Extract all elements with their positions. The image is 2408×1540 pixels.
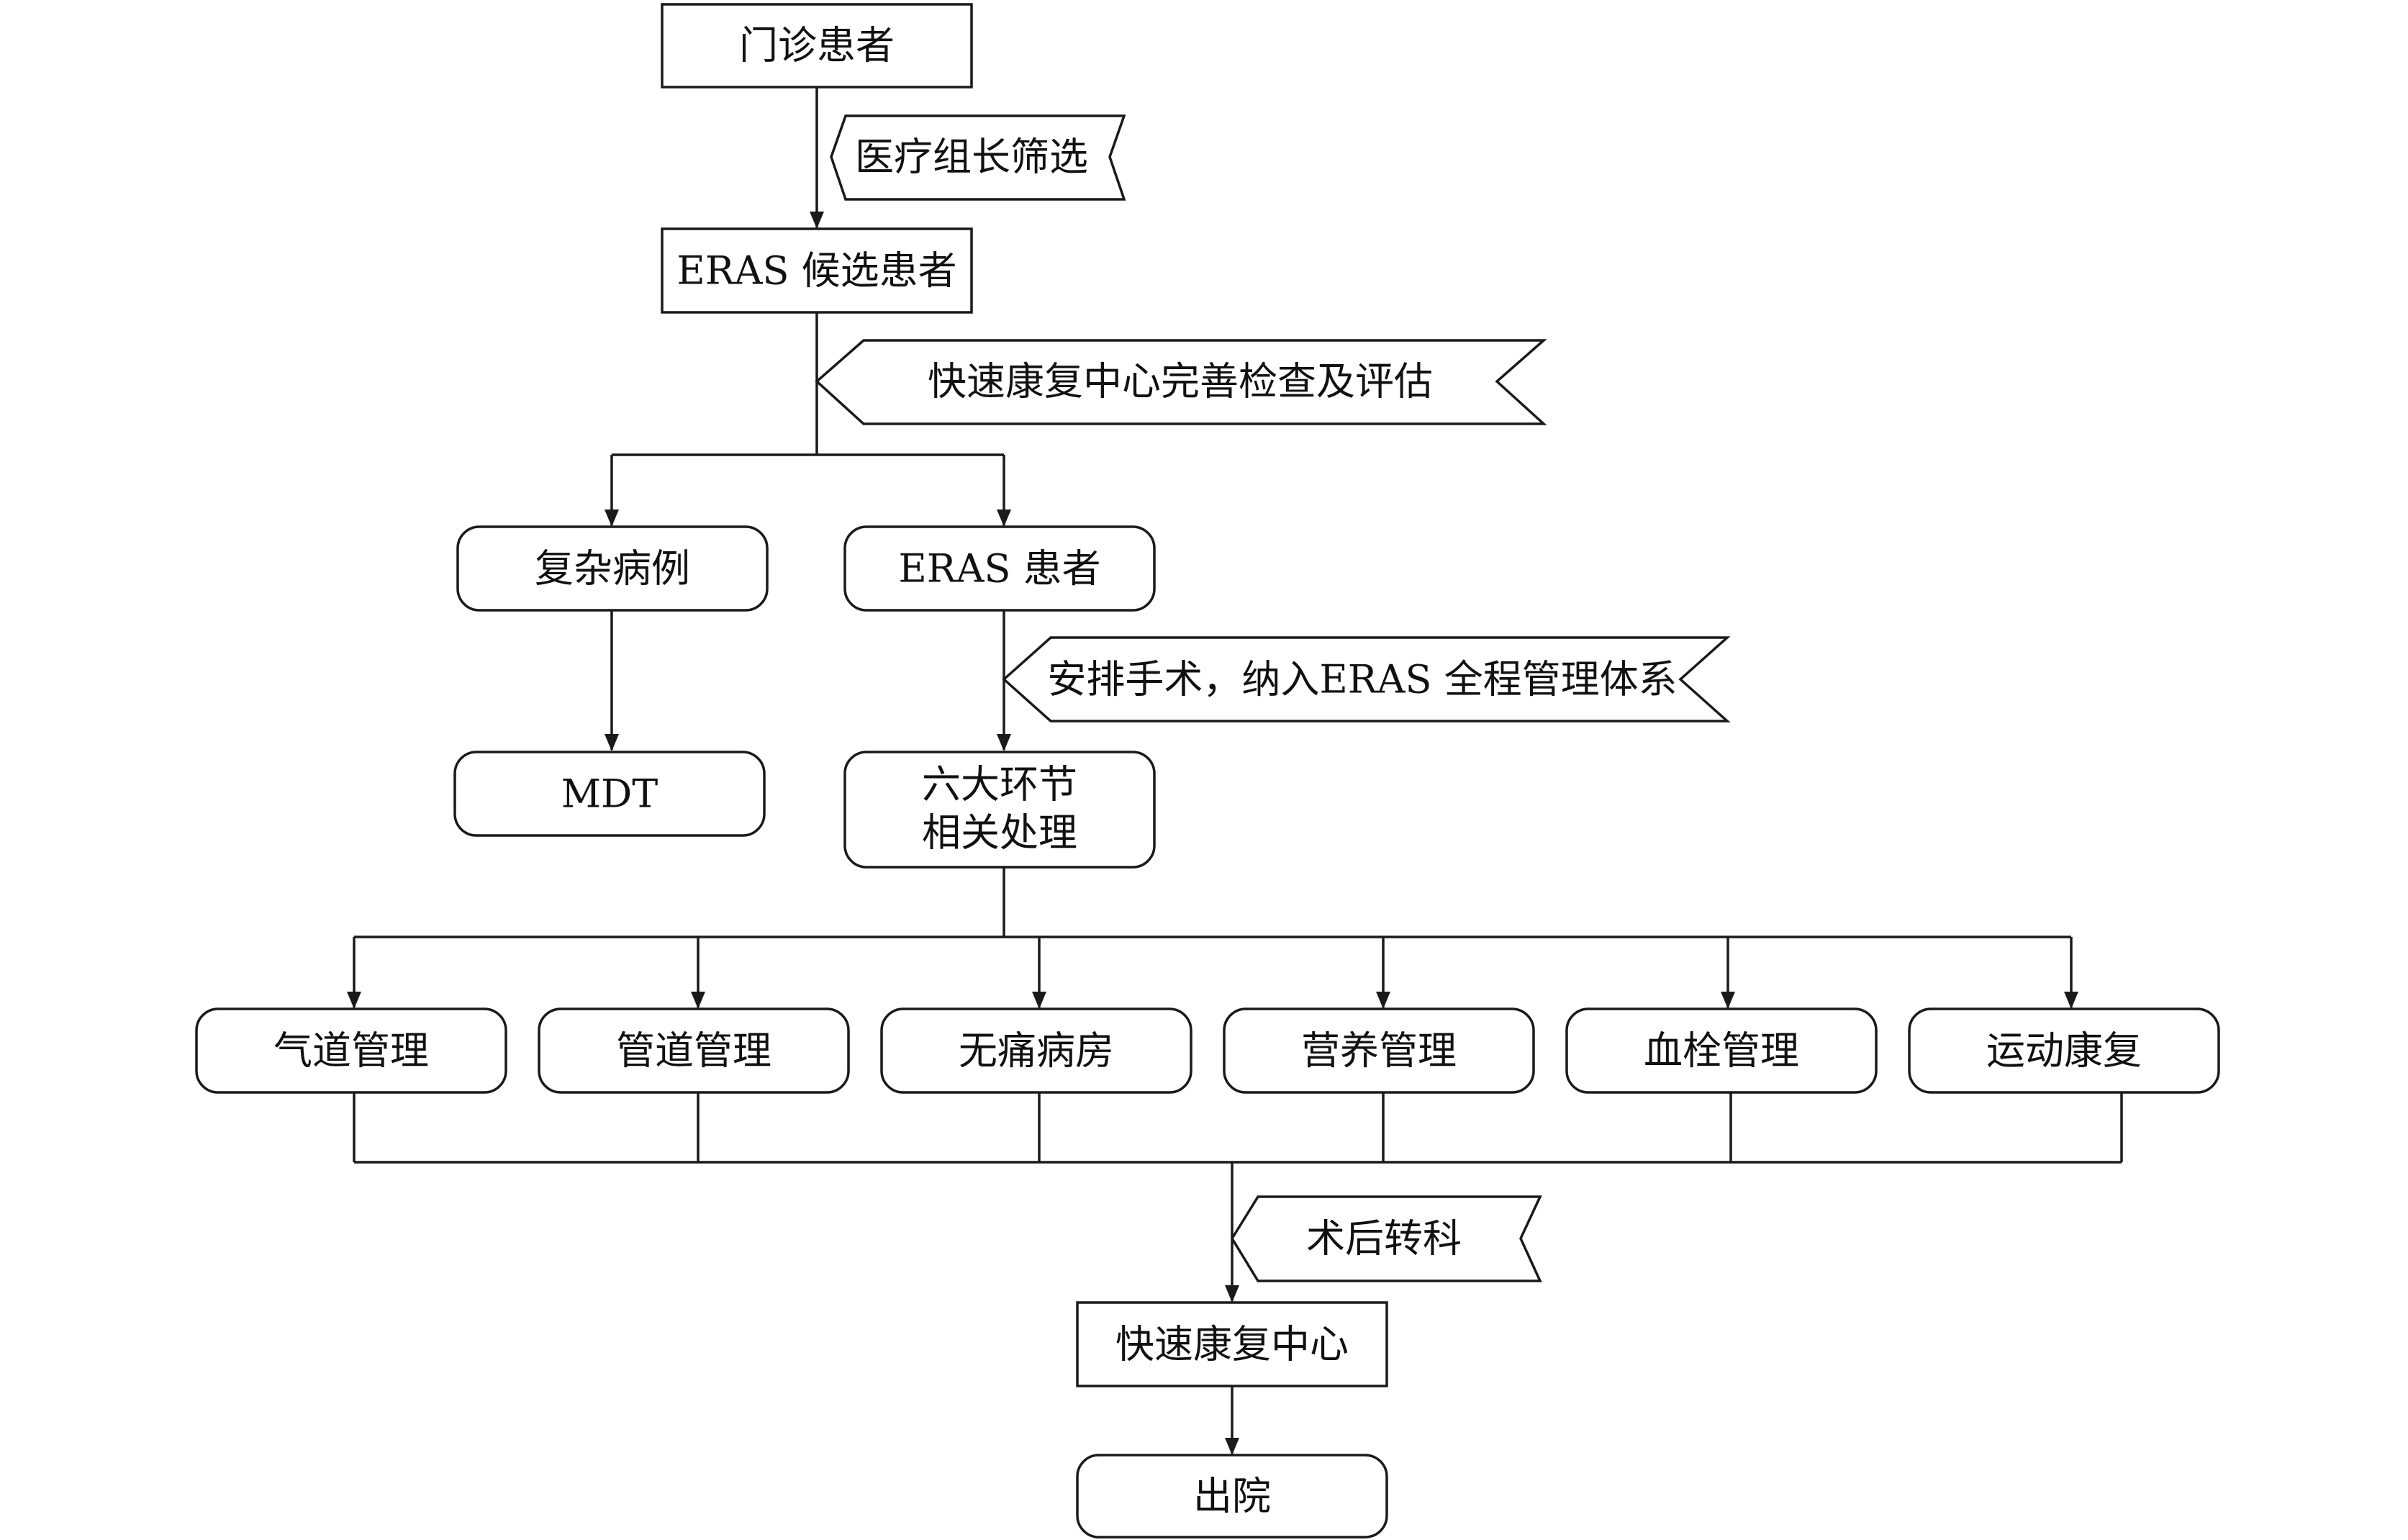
node-exercise-rehab: 运动康复 xyxy=(1908,1007,2220,1094)
node-label-exercise-rehab: 运动康复 xyxy=(1986,1028,2142,1074)
step-label-screening: 医疗组长筛选 xyxy=(855,135,1088,180)
node-label-mdt: MDT xyxy=(561,771,658,817)
node-label-candidate: ERAS 候选患者 xyxy=(676,248,956,294)
node-mdt: MDT xyxy=(453,751,766,837)
node-label-thrombosis: 血栓管理 xyxy=(1644,1028,1799,1074)
step-label-evaluation: 快速康复中心完善检查及评估 xyxy=(928,359,1433,404)
step-tag-surgery: 安排手术，纳入ERAS 全程管理体系 xyxy=(1002,636,1731,723)
node-label-painless-ward: 无痛病房 xyxy=(959,1028,1114,1074)
node-label-rehab-center: 快速康复中心 xyxy=(1115,1322,1349,1367)
node-airway: 气道管理 xyxy=(195,1007,507,1094)
node-eras-patient: ERAS 患者 xyxy=(843,525,1156,612)
node-label-tube: 管道管理 xyxy=(616,1028,771,1074)
node-tube: 管道管理 xyxy=(538,1007,850,1094)
step-tag-screening: 医疗组长筛选 xyxy=(830,114,1126,201)
node-label-six-links-line2: 相关处理 xyxy=(922,810,1077,856)
node-label-discharge: 出院 xyxy=(1193,1474,1271,1519)
node-thrombosis: 血栓管理 xyxy=(1565,1007,1878,1094)
connectors xyxy=(347,87,2123,1455)
node-candidate: ERAS 候选患者 xyxy=(661,227,973,314)
node-label-complex-case: 复杂病例 xyxy=(535,546,690,592)
node-label-eras-patient: ERAS 患者 xyxy=(898,546,1100,592)
node-nutrition: 营养管理 xyxy=(1223,1007,1535,1094)
node-complex-case: 复杂病例 xyxy=(456,525,769,612)
node-label-nutrition: 营养管理 xyxy=(1301,1028,1457,1074)
node-label-airway: 气道管理 xyxy=(273,1028,429,1074)
node-discharge: 出院 xyxy=(1076,1454,1388,1539)
node-painless-ward: 无痛病房 xyxy=(880,1007,1192,1094)
node-six-links: 六大环节 相关处理 xyxy=(843,751,1156,869)
step-tag-evaluation: 快速康复中心完善检查及评估 xyxy=(815,339,1547,425)
node-outpatient: 门诊患者 xyxy=(661,3,973,89)
step-label-surgery: 安排手术，纳入ERAS 全程管理体系 xyxy=(1047,657,1677,702)
step-tag-transfer: 术后转科 xyxy=(1230,1195,1542,1282)
node-label-six-links-line1: 六大环节 xyxy=(922,762,1077,807)
node-label-outpatient: 门诊患者 xyxy=(739,23,895,68)
step-label-transfer: 术后转科 xyxy=(1306,1216,1462,1262)
node-rehab-center: 快速康复中心 xyxy=(1076,1301,1388,1387)
